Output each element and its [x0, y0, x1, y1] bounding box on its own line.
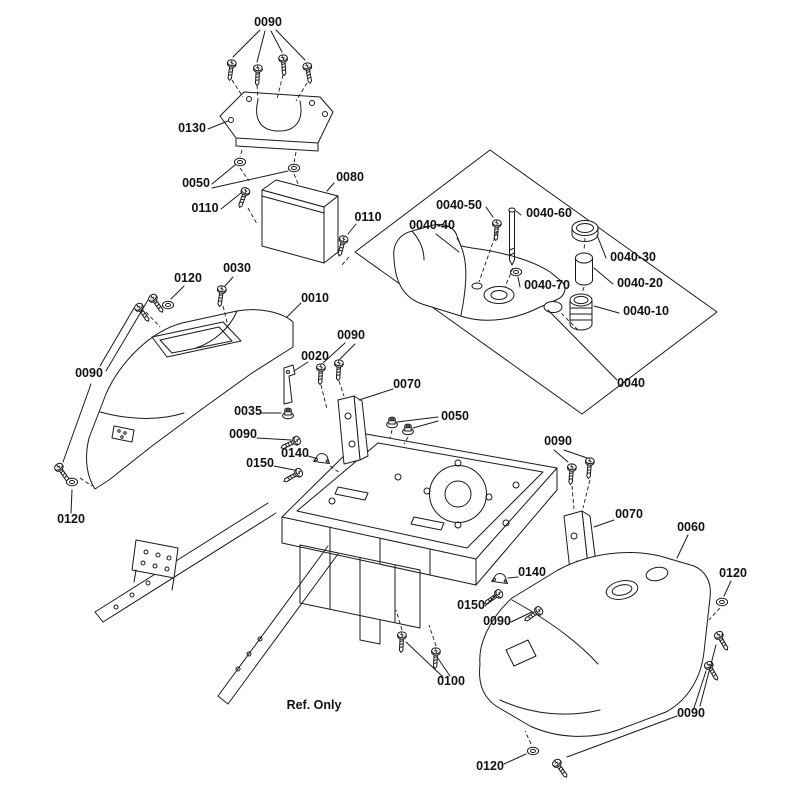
part-label-screws-right-fender: 0090: [677, 706, 705, 720]
part-label-tank-bolt: 0040-50: [436, 198, 482, 212]
screw-0090-bottom: [550, 757, 571, 781]
leader-lines: [62, 29, 732, 765]
washer-0120-bottom: [526, 746, 540, 756]
part-label-cover-panel: 0080: [336, 170, 364, 184]
washer-0120-topleft: [161, 300, 175, 310]
part-label-screws-center: 0090: [337, 328, 365, 342]
part-label-washers-top: 0050: [182, 176, 210, 190]
screw-0100-2: [430, 647, 441, 670]
screw-0100-1: [396, 631, 407, 654]
part-label-washer-right-fender: 0120: [719, 566, 747, 580]
part-label-channel-bracket-left: 0070: [393, 377, 421, 391]
part-label-screw-left-top: 0110: [191, 201, 218, 215]
nut-0050-mid-1: [386, 416, 398, 429]
part-label-tank-washer: 0040-70: [524, 278, 570, 292]
part-label-channel-bracket-right: 0070: [615, 507, 643, 521]
clamp-0140-left: [313, 451, 332, 465]
left-console-0010: [86, 309, 294, 490]
frame-rail-right: [217, 545, 339, 705]
assembly-dash-lines: [79, 74, 721, 745]
nut-0035: [282, 407, 294, 420]
screw-0090-br-1: [712, 629, 732, 653]
screw-0030: [214, 284, 228, 308]
filler-neck-0040-10: [569, 293, 593, 331]
part-label-washer-bottom: 0120: [476, 759, 504, 773]
label-layer: 0090 0130 0050 0110 0080 0110 0040-50 0040-60 00…: [57, 15, 747, 773]
support-bracket-0020: [283, 364, 296, 405]
part-label-screw-console: 0030: [223, 261, 251, 275]
screw-0090-top-3: [278, 54, 290, 77]
part-label-screw-clamp-left: 0150: [246, 456, 274, 470]
part-label-filler-neck: 0040-10: [623, 304, 669, 318]
right-fender-0060: [479, 551, 711, 737]
fuel-tank-inset: [354, 149, 718, 415]
bracket-plate-0130: [219, 91, 334, 152]
rod-0040-60: [508, 207, 516, 266]
fuel-tank-0040: [393, 223, 566, 321]
part-label-screw-right-mid: 0090: [483, 614, 511, 628]
frame-rail-left: [94, 502, 277, 623]
part-label-screws-top: 0090: [254, 15, 282, 29]
top-mount-assembly: [219, 54, 350, 264]
part-label-fuel-cap: 0040-30: [610, 250, 656, 264]
screw-0090-center-2: [333, 359, 344, 382]
washer-0050-top-1: [233, 157, 247, 167]
part-label-clamp-right: 0140: [518, 565, 546, 579]
part-label-screws-frame-bottom: 0100: [437, 674, 465, 688]
cap-insert-0040-20: [575, 252, 593, 286]
inset-border: [354, 149, 718, 415]
part-label-left-console: 0010: [301, 291, 329, 305]
cover-panel-0080: [261, 179, 339, 264]
part-label-washer-left-console: 0120: [174, 271, 202, 285]
nut-0050-mid-2: [402, 423, 414, 436]
screw-0090-center-1: [315, 363, 326, 386]
main-frame: [94, 433, 558, 705]
bolt-0040-50: [490, 219, 502, 242]
part-label-tank-body-callout: 0040-40: [409, 218, 455, 232]
part-label-tank-rod: 0040-60: [526, 206, 572, 220]
part-label-screws-right-bracket: 0090: [544, 434, 572, 448]
screw-0110-left: [235, 186, 252, 210]
part-label-clamp-left: 0140: [281, 446, 309, 460]
part-label-support-bracket: 0020: [301, 349, 329, 363]
part-label-screw-clamp-right: 0150: [457, 598, 485, 612]
part-label-screw-center-mid: 0090: [229, 427, 257, 441]
part-label-ref-only-note: Ref. Only: [287, 698, 342, 712]
channel-bracket-0070-left: [337, 395, 369, 465]
washer-0050-top-2: [287, 163, 301, 173]
clamp-0140-right: [491, 571, 510, 585]
part-label-flange-nuts: 0050: [441, 409, 469, 423]
part-label-right-fender: 0060: [677, 520, 705, 534]
part-label-washer-bottom-left: 0120: [57, 512, 85, 526]
screw-0090-top-4: [301, 61, 315, 85]
screw-0090-right-1: [565, 463, 577, 486]
washer-0120-bottomleft: [65, 477, 79, 487]
screw-0090-right-2: [583, 457, 595, 480]
part-label-bracket-plate: 0130: [178, 121, 206, 135]
part-label-screw-right-top: 0110: [354, 210, 381, 224]
part-label-screws-left-console: 0090: [75, 366, 103, 380]
screw-0090-top-1: [224, 58, 238, 82]
part-label-spacer-nut: 0035: [234, 404, 262, 418]
rail-crossmember: [131, 539, 179, 591]
screw-0090-top-2: [252, 64, 263, 87]
washer-0120-right: [715, 597, 729, 607]
part-label-fuel-tank-assembly: 0040: [617, 376, 645, 390]
part-label-cap-insert: 0040-20: [617, 276, 663, 290]
